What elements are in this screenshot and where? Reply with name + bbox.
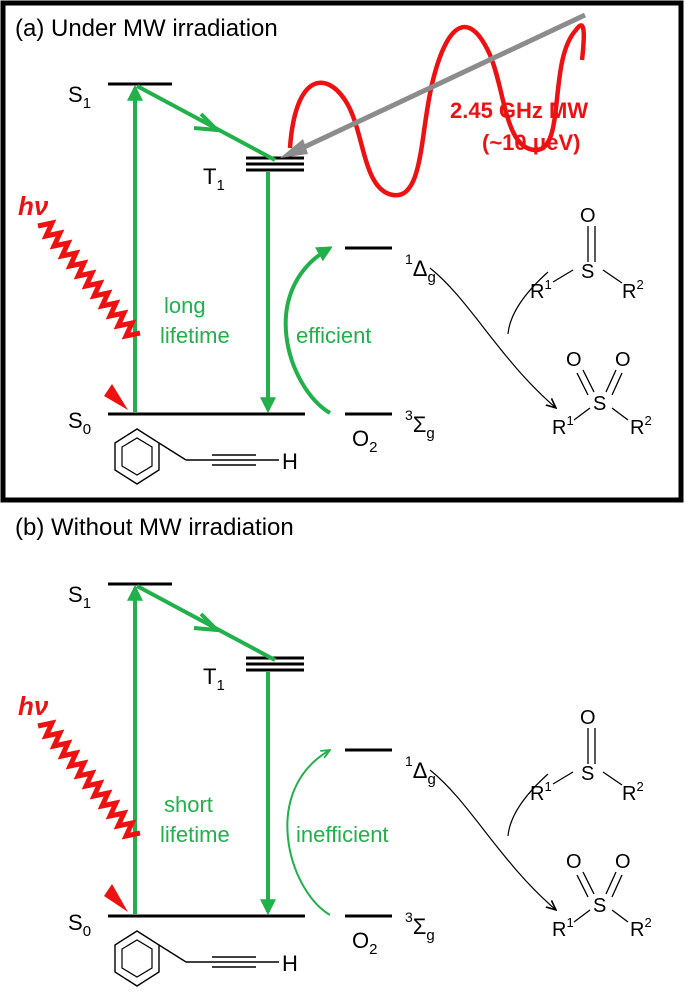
transfer-label: inefficient	[296, 822, 389, 847]
sulfone-r1: R1	[552, 413, 574, 439]
acetylene-h: H	[282, 951, 298, 976]
panel-a-title: (a) Under MW irradiation	[15, 15, 278, 42]
sulfone-structure: O O S R1 R2	[552, 851, 652, 941]
energy-transfer-arrow	[286, 750, 330, 916]
sulfone-r1: R1	[552, 915, 574, 941]
sulfone-o1: O	[566, 851, 582, 873]
sulfone-structure: O O S R1 R2	[552, 349, 652, 439]
triplet-oxygen-label: 3Σg	[405, 909, 435, 944]
lifetime-label-1: long	[164, 293, 206, 318]
phenylacetylene-structure: H	[114, 930, 298, 987]
oxidation-arrow	[429, 267, 556, 408]
sulfoxide-s: S	[581, 763, 594, 785]
panel-a-frame	[0, 0, 684, 503]
hv-label: hν	[18, 191, 49, 221]
sulfone-o1: O	[566, 349, 582, 371]
sulfoxide-r2: R2	[622, 277, 644, 303]
microwave-arrowhead	[280, 139, 308, 158]
lifetime-label-1: short	[164, 792, 213, 817]
mw-label-1: 2.45 GHz MW	[450, 98, 588, 123]
sulfoxide-r2: R2	[622, 779, 644, 805]
mw-label-2: (~10 μeV)	[482, 130, 580, 155]
t1-label: T1	[203, 664, 225, 694]
isc-arrow	[136, 584, 276, 662]
singlet-oxygen-label: 1Δg	[405, 753, 436, 788]
photon-wavy-arrow	[37, 719, 141, 840]
sulfone-r2: R2	[630, 915, 652, 941]
energy-transfer-arrow	[283, 246, 333, 415]
microwave-arrow	[296, 12, 587, 153]
sulfone-r2: R2	[630, 413, 652, 439]
panel-b-title: (b) Without MW irradiation	[15, 514, 294, 541]
t1-label: T1	[203, 164, 225, 194]
sulfoxide-feed-arc	[507, 271, 549, 335]
photon-arrowhead	[104, 884, 128, 912]
o2-label: O2	[352, 928, 377, 958]
sulfoxide-o: O	[580, 205, 596, 227]
transfer-label: efficient	[296, 323, 371, 348]
sulfone-o2: O	[615, 851, 631, 873]
lifetime-label-2: lifetime	[160, 822, 230, 847]
s1-label: S1	[68, 582, 91, 612]
sulfoxide-structure: O S R1 R2	[530, 205, 644, 303]
s1-label: S1	[68, 82, 91, 112]
photon-arrowhead	[104, 384, 128, 410]
sulfone-o2: O	[615, 349, 631, 371]
s0-label: S0	[68, 408, 91, 438]
lifetime-label-2: lifetime	[160, 323, 230, 348]
isc-arrowhead	[193, 612, 223, 633]
sulfoxide-o: O	[580, 707, 596, 729]
phenylacetylene-structure: H	[114, 428, 298, 485]
sulfoxide-r1: R1	[530, 779, 552, 805]
oxidation-arrow	[429, 769, 556, 910]
isc-arrowhead	[193, 112, 223, 133]
singlet-oxygen-label: 1Δg	[405, 251, 436, 286]
sulfoxide-feed-arc	[507, 773, 549, 837]
photon-wavy-arrow	[37, 219, 141, 340]
sulfone-s: S	[593, 393, 606, 415]
o2-label: O2	[352, 426, 377, 456]
isc-arrow	[136, 84, 276, 162]
sulfoxide-r1: R1	[530, 277, 552, 303]
s0-label: S0	[68, 910, 91, 940]
microwave-wave	[287, 23, 586, 198]
sulfone-s: S	[593, 895, 606, 917]
triplet-oxygen-label: 3Σg	[405, 407, 435, 442]
panel-a: (a) Under MW irradiation S1 T1 S0 1Δg O2…	[0, 0, 684, 503]
sulfoxide-structure: O S R1 R2	[530, 707, 644, 805]
sulfoxide-s: S	[581, 261, 594, 283]
hv-label: hν	[18, 691, 49, 721]
acetylene-h: H	[282, 449, 298, 474]
panel-b: (b) Without MW irradiation S1 T1 S0 1Δg …	[15, 514, 652, 987]
